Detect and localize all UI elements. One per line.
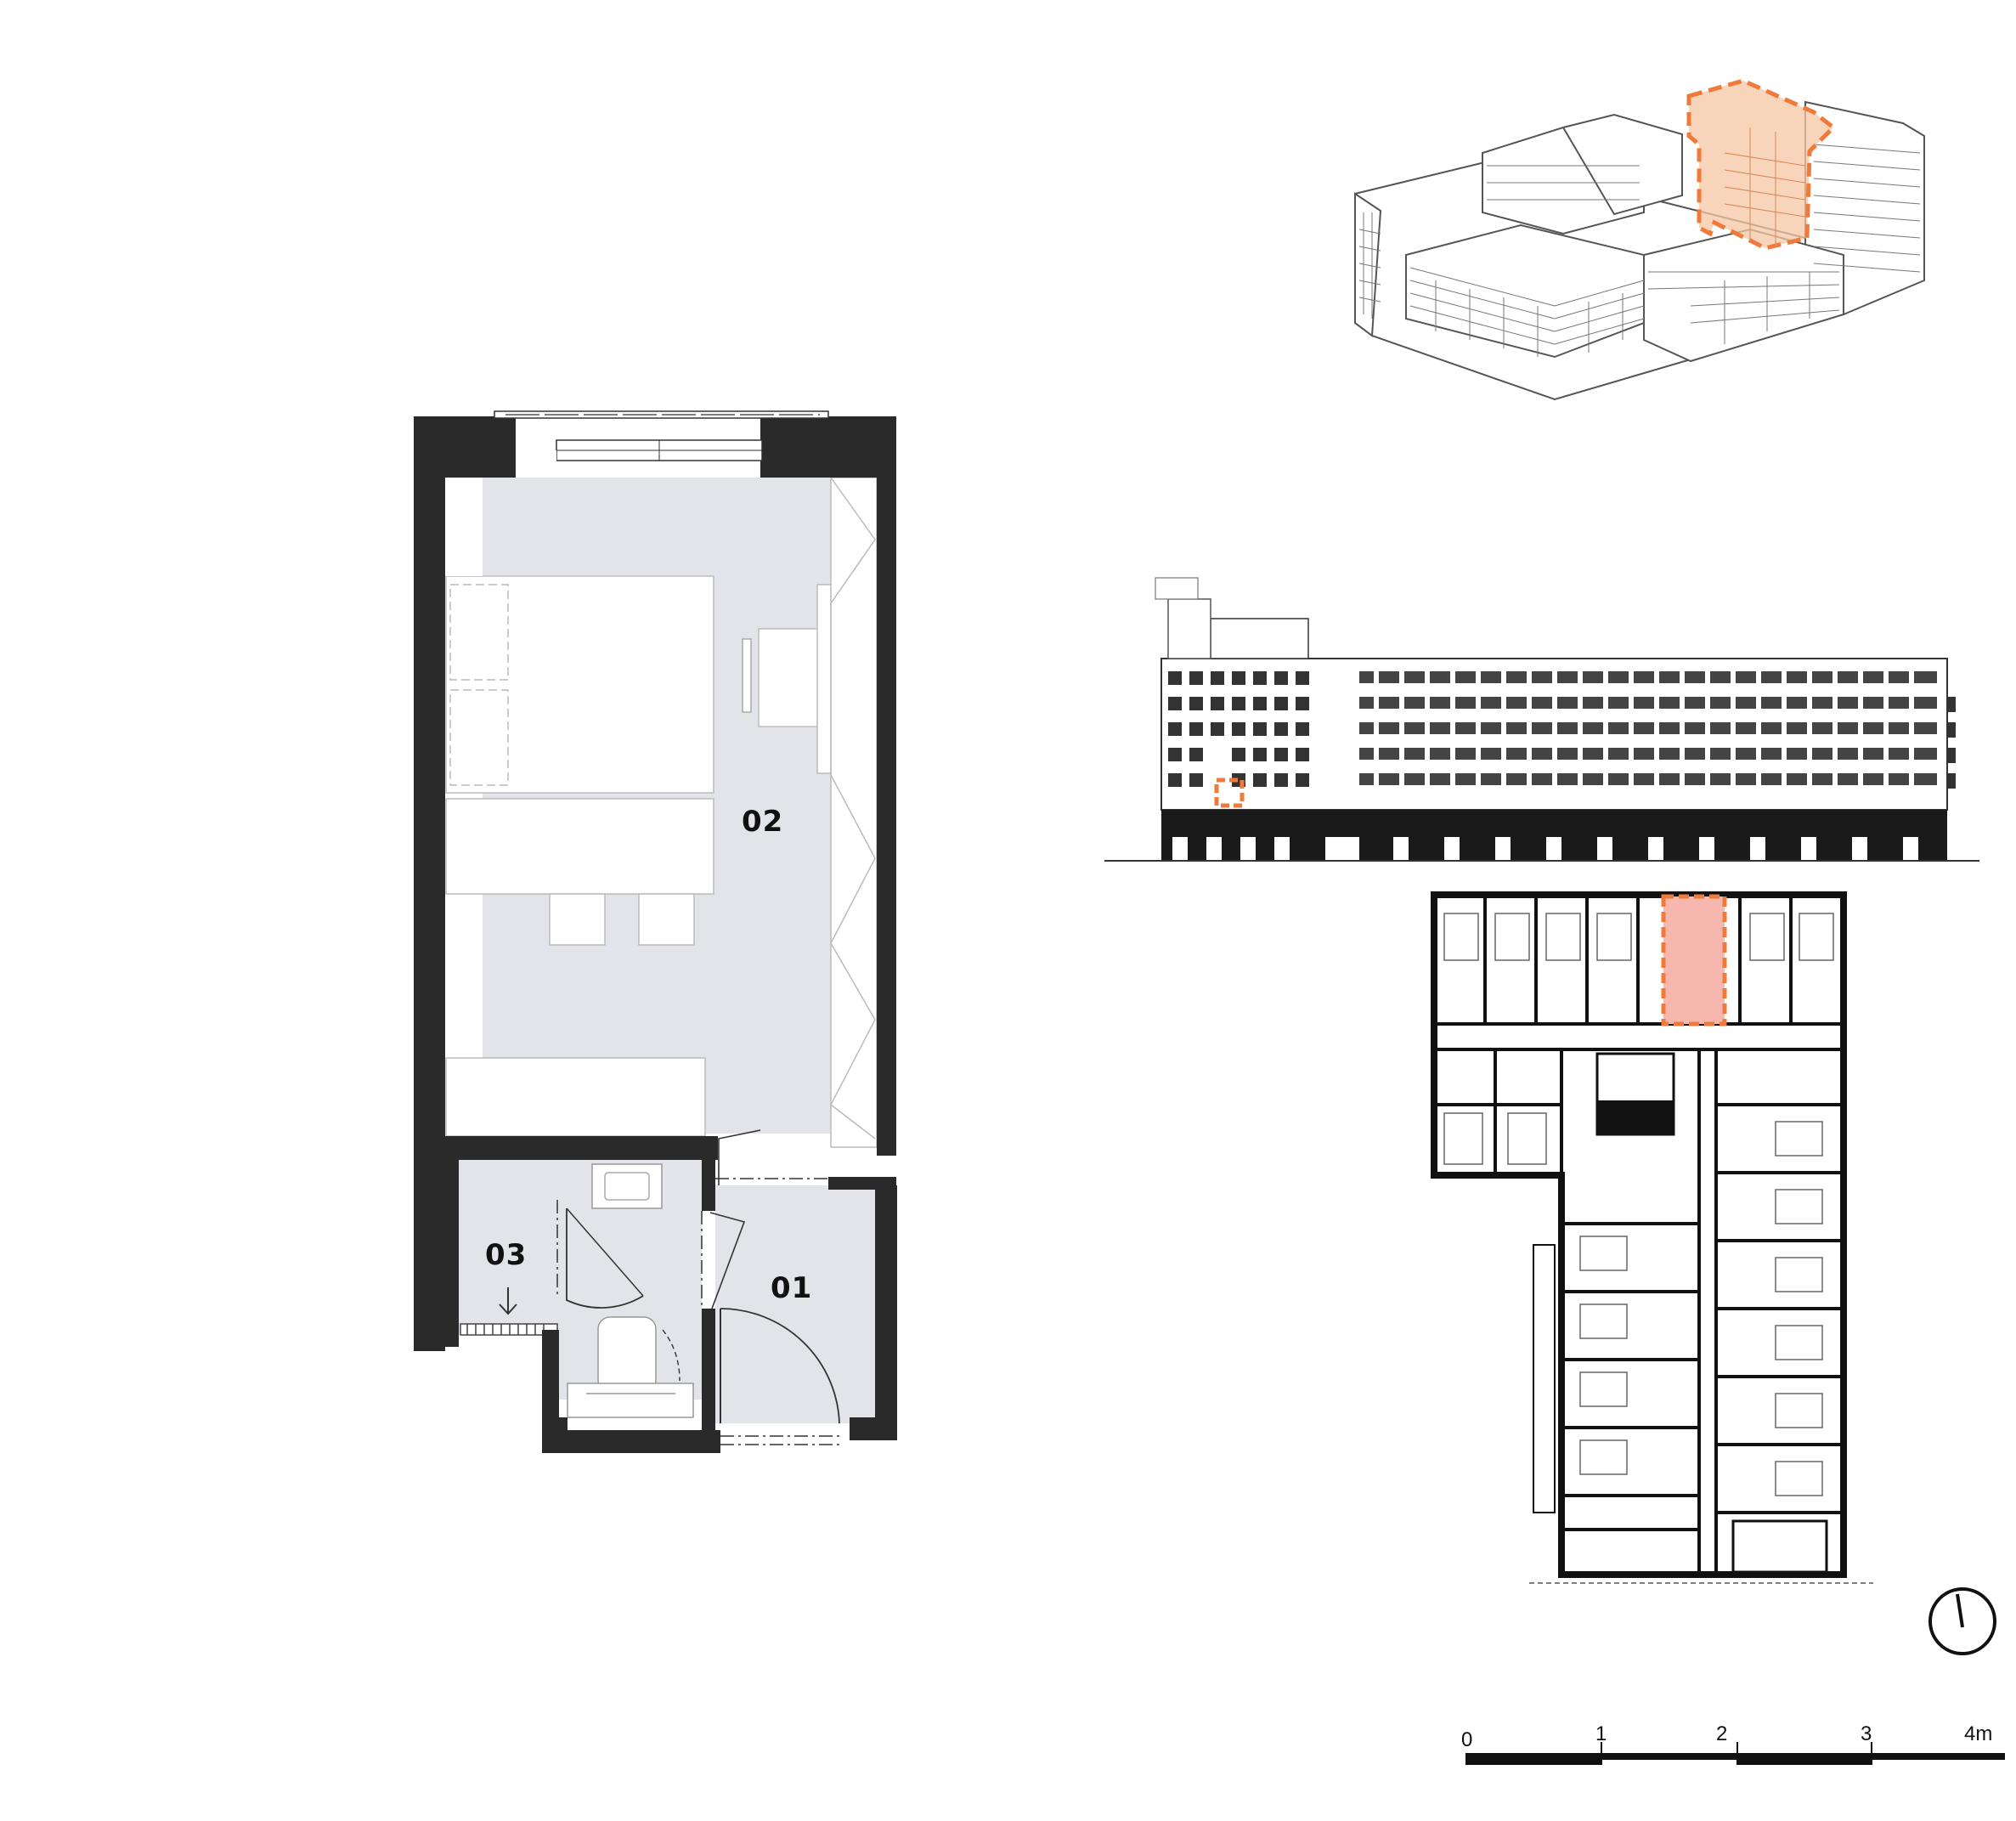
folding-door-panel — [830, 477, 878, 1148]
axo-facade-lines — [1358, 144, 1921, 357]
room-label-01: 01 — [771, 1271, 812, 1305]
washbasin-bowl — [604, 1172, 650, 1201]
elevation-drawing — [1104, 577, 1979, 862]
elevation-upper-step — [1210, 618, 1309, 659]
door-swing-bath — [566, 1208, 644, 1309]
room-01-floor — [715, 1185, 877, 1423]
pillow-2 — [449, 689, 509, 786]
storage-grate — [460, 1323, 558, 1336]
scale-label-3: 3 — [1861, 1722, 1872, 1745]
plan-stair-core-bottom — [1731, 1519, 1828, 1574]
shower-tray — [567, 1383, 694, 1418]
scale-label-1: 1 — [1595, 1722, 1607, 1745]
balcony-outline — [494, 410, 829, 419]
scale-segment-0 — [1465, 1753, 1601, 1765]
scale-label-2: 2 — [1716, 1722, 1727, 1745]
elevation-highlight — [1214, 778, 1245, 808]
scale-segment-2 — [1737, 1753, 1872, 1765]
walls — [414, 416, 897, 1453]
plan-highlight-unit — [1661, 894, 1727, 1026]
room-label-03: 03 — [485, 1238, 527, 1272]
wardrobe-left — [446, 478, 483, 576]
scale-segment-1 — [1601, 1753, 1737, 1760]
plan-left-wing-units — [1434, 1049, 1844, 1531]
pillow-1 — [449, 584, 509, 681]
door-swing-inner — [709, 1212, 746, 1309]
nightstand — [758, 628, 823, 727]
desk — [445, 798, 714, 895]
scale-label-4m: 4m — [1964, 1722, 1992, 1745]
scale-label-0: 0 — [1461, 1728, 1472, 1751]
door-swing-room — [718, 1129, 761, 1185]
plan-outline — [1431, 891, 1847, 1578]
door-swing-entry-arc — [720, 1308, 840, 1424]
compass-north-icon — [1928, 1587, 1996, 1655]
plan-top-units — [1434, 895, 1844, 1051]
door-swing-shower — [662, 1329, 680, 1382]
building-floor-plan — [1431, 891, 1873, 1584]
kitchen-counter — [445, 1057, 706, 1137]
scale-segment-3 — [1872, 1753, 2005, 1760]
arrow-down-icon — [499, 1287, 517, 1315]
axonometric-building — [1354, 78, 1925, 401]
room-label-02: 02 — [742, 805, 783, 839]
unit-floor-plan: 02 01 03 — [414, 410, 897, 1453]
elevation-windows — [1168, 671, 1309, 787]
chair-2 — [638, 893, 695, 946]
folding-door-zigzag — [830, 477, 876, 1140]
axo-highlight — [1686, 78, 1837, 251]
scale-bar: 0 1 2 3 4m — [1461, 1722, 2005, 1765]
toilet — [597, 1316, 657, 1393]
chair-1 — [549, 893, 606, 946]
lamp-rail — [742, 638, 752, 713]
axo-courtyard-wing — [1643, 228, 1844, 363]
